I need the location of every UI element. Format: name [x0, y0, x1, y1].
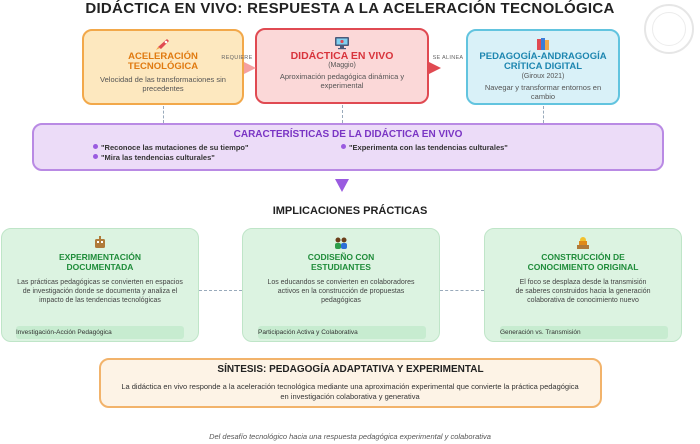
- caracteristica-item: "Experimenta con las tendencias cultural…: [341, 143, 508, 152]
- card-title: CONSTRUCCIÓN DE CONOCIMIENTO ORIGINAL: [527, 252, 639, 272]
- se-alinea-label: SE ALINEA: [432, 55, 464, 61]
- caracteristicas-title: CARACTERÍSTICAS DE LA DIDÁCTICA EN VIVO: [233, 129, 463, 140]
- caracteristicas-box: [32, 123, 664, 171]
- seal-watermark-icon: [644, 4, 694, 54]
- connector-line: [342, 105, 343, 123]
- card-tag: Participación Activa y Colaborativa: [258, 326, 426, 339]
- caption: Del desafío tecnológico hacia una respue…: [209, 432, 491, 441]
- pedagogia-body: Navegar y transformar entornos en cambio: [484, 83, 602, 101]
- pedagogia-box: PEDAGOGÍA-ANDRAGOGÍA CRÍTICA DIGITAL (Gi…: [466, 29, 620, 105]
- card-body: Los educandos se convierten en colaborad…: [267, 279, 415, 304]
- collaboration-icon: [335, 237, 347, 249]
- card-tag: Generación vs. Transmisión: [500, 326, 668, 339]
- bullet-dot: [93, 154, 98, 159]
- construction-icon: [577, 237, 589, 249]
- aceleracion-box: ACELERACIÓN TECNOLÓGICA Velocidad de las…: [82, 29, 244, 105]
- bullet-dot: [341, 144, 346, 149]
- rocket-icon: [156, 39, 169, 50]
- diagram-title: DIDÁCTICA EN VIVO: RESPUESTA A LA ACELER…: [85, 0, 615, 17]
- connector-line: [440, 290, 484, 291]
- implicaciones-title: IMPLICACIONES PRÁCTICAS: [272, 205, 428, 217]
- sintesis-box: [99, 358, 602, 408]
- requiere-label: REQUIERE: [221, 55, 253, 61]
- didactica-body: Aproximación pedagógica dinámica y exper…: [279, 72, 405, 90]
- connector-line: [199, 290, 242, 291]
- implicacion-card-construccion: CONSTRUCCIÓN DE CONOCIMIENTO ORIGINAL El…: [484, 228, 682, 342]
- bullet-dot: [93, 144, 98, 149]
- seal-inner-ring: [652, 12, 686, 46]
- caracteristica-item: "Reconoce las mutaciones de su tiempo": [93, 143, 249, 152]
- monitor-icon: [335, 37, 349, 50]
- pedagogia-title: PEDAGOGÍA-ANDRAGOGÍA CRÍTICA DIGITAL: [479, 51, 607, 72]
- requiere-arrow-icon: [244, 62, 256, 74]
- caracteristica-item: "Mira las tendencias culturales": [93, 153, 215, 162]
- down-arrow-icon: [335, 179, 349, 192]
- books-icon: [537, 38, 549, 50]
- card-body: Las prácticas pedagógicas se convierten …: [17, 279, 183, 304]
- pedagogia-sub: (Giroux 2021): [521, 73, 565, 80]
- connector-line: [163, 106, 164, 123]
- sintesis-body: La didáctica en vivo responde a la acele…: [121, 382, 579, 401]
- implicacion-card-experimentacion: EXPERIMENTACIÓN DOCUMENTADA Las práctica…: [1, 228, 199, 342]
- card-title: EXPERIMENTACIÓN DOCUMENTADA: [58, 252, 142, 272]
- card-body: El foco se desplaza desde la transmisión…: [515, 279, 651, 304]
- se-alinea-arrow-icon: [429, 62, 441, 74]
- didactica-sub: (Maggio): [328, 62, 356, 69]
- didactica-title: DIDÁCTICA EN VIVO: [290, 50, 394, 62]
- implicacion-card-codiseno: CODISEÑO CON ESTUDIANTES Los educandos s…: [242, 228, 440, 342]
- connector-line: [543, 106, 544, 123]
- card-title: CODISEÑO CON ESTUDIANTES: [307, 252, 375, 272]
- aceleracion-body: Velocidad de las transformaciones sin pr…: [100, 75, 226, 93]
- didactica-box: DIDÁCTICA EN VIVO (Maggio) Aproximación …: [255, 28, 429, 104]
- sintesis-title: SÍNTESIS: PEDAGOGÍA ADAPTATIVA Y EXPERIM…: [217, 364, 484, 375]
- card-tag: Investigación-Acción Pedagógica: [16, 326, 184, 339]
- aceleracion-title: ACELERACIÓN TECNOLÓGICA: [127, 51, 199, 72]
- robot-icon: [95, 236, 105, 248]
